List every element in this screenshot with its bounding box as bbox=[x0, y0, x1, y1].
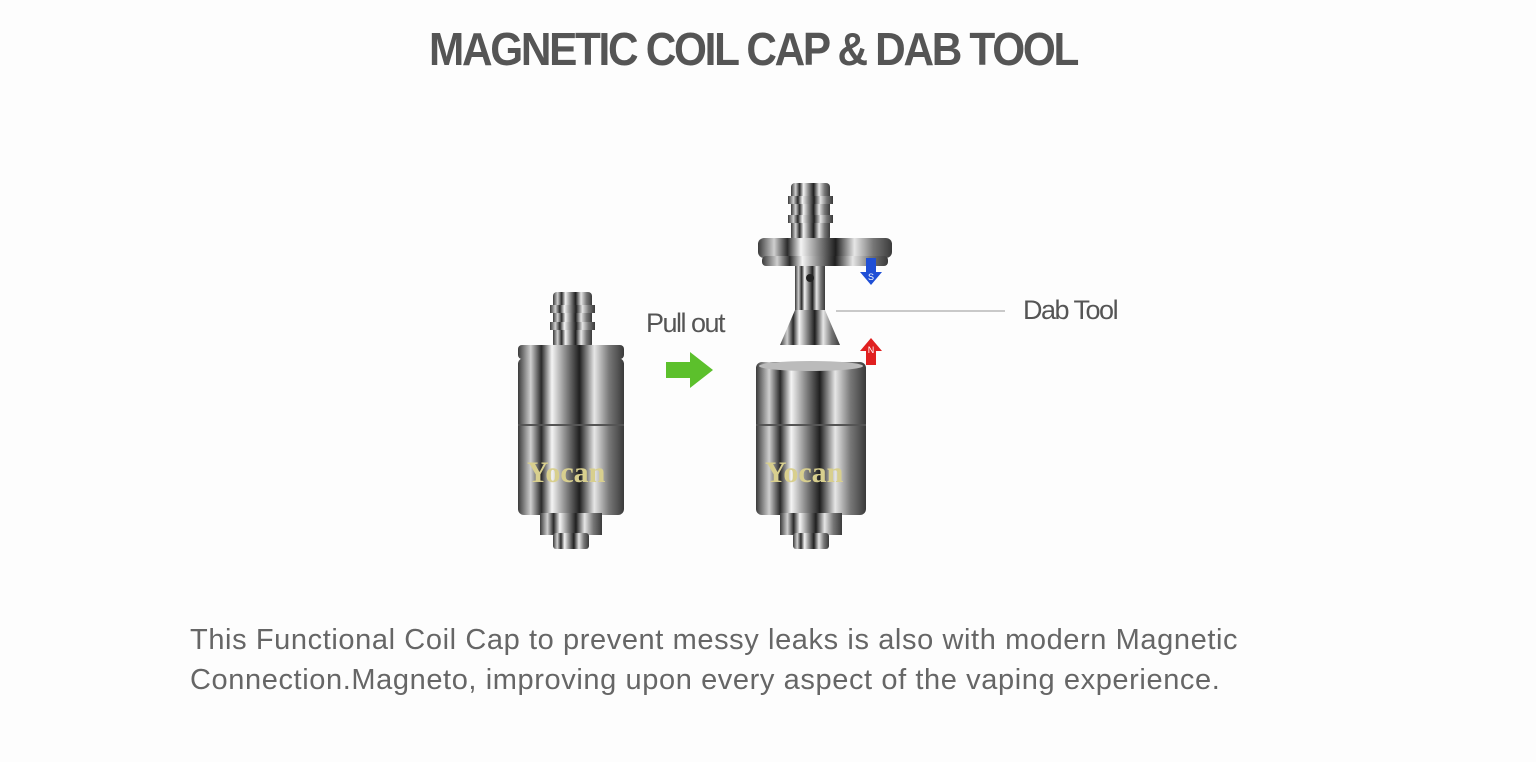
atomizer-assembled: Yocan bbox=[518, 292, 624, 549]
dab-tool bbox=[758, 183, 892, 345]
yocan-logo: Yocan bbox=[765, 456, 844, 489]
description-line: Connection.Magneto, improving upon every… bbox=[190, 664, 1221, 696]
yocan-logo: Yocan bbox=[527, 456, 606, 489]
pull-out-arrow-icon bbox=[666, 352, 713, 388]
atomizer-base: Yocan bbox=[756, 361, 866, 549]
pull-out-label: Pull out bbox=[646, 308, 726, 338]
south-pole-arrow-icon: S bbox=[860, 258, 882, 285]
page-title: MAGNETIC COIL CAP & DAB TOOL bbox=[428, 23, 1079, 75]
description: This Functional Coil Cap to prevent mess… bbox=[190, 620, 1390, 700]
north-pole-arrow-icon: N bbox=[860, 338, 882, 365]
description-line: This Functional Coil Cap to prevent mess… bbox=[190, 624, 1239, 656]
svg-text:N: N bbox=[868, 345, 875, 355]
dab-tool-label: Dab Tool bbox=[1023, 295, 1119, 325]
svg-text:S: S bbox=[868, 272, 874, 282]
